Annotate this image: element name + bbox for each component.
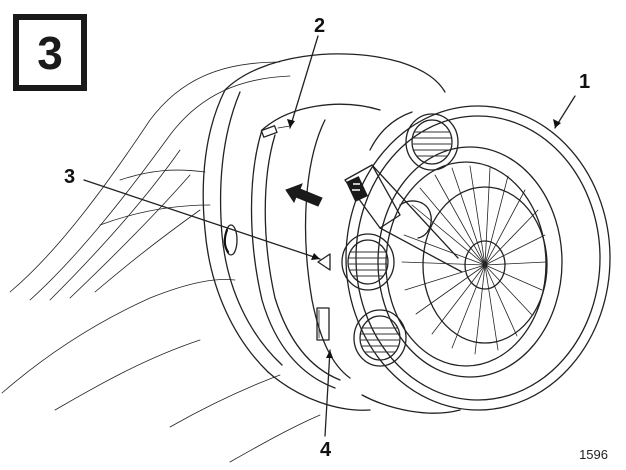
callout-2: 2 (314, 15, 326, 37)
callout-1: 1 (579, 71, 591, 93)
callout-4: 4 (320, 439, 332, 461)
blower-housing (202, 53, 446, 411)
step-number: 3 (37, 26, 63, 79)
fan-blades (401, 165, 548, 355)
lock-symbol-icon (260, 125, 291, 138)
figure-id: 1596 (579, 447, 608, 462)
step-number-box: 3 (13, 14, 87, 91)
vent-grille-middle (341, 233, 395, 291)
vent-grille-bottom (353, 309, 407, 367)
arrow-left-icon (285, 183, 323, 207)
motor-bracket (344, 164, 463, 273)
vent-grille-top (405, 113, 459, 171)
locking-ring (250, 103, 381, 389)
duct-housing-lines (1, 61, 321, 463)
leader-lines (83, 35, 576, 437)
callout-3: 3 (64, 166, 76, 188)
lock-symbol-icon (346, 176, 368, 202)
